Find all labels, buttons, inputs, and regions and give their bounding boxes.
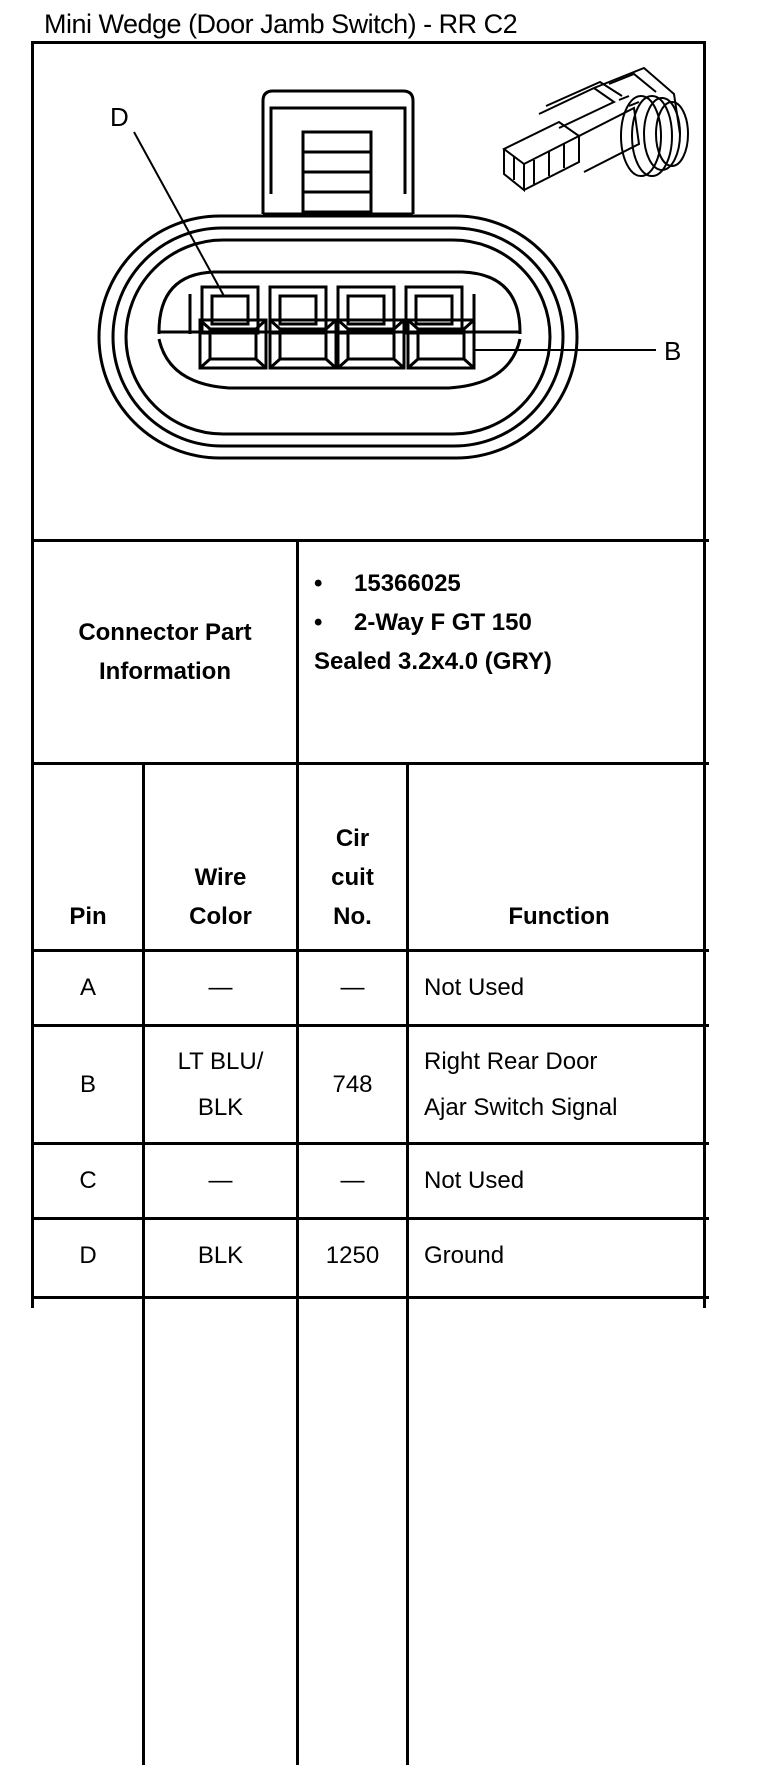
wire-color-line1: LT BLU/ bbox=[177, 1047, 264, 1075]
divider bbox=[34, 539, 709, 542]
callout-d-label: D bbox=[110, 102, 129, 132]
divider bbox=[296, 765, 299, 1765]
connector-info-values: • 15366025 • 2-Way F GT 150 Sealed 3.2x4.0… bbox=[314, 564, 552, 681]
header-wire-color-line1: Wire bbox=[194, 864, 247, 891]
pin-cell: C bbox=[79, 1167, 97, 1194]
pin-cell: A bbox=[79, 974, 96, 1001]
connector-isometric-illustration bbox=[502, 66, 689, 193]
wire-color-cell: BLK bbox=[197, 1242, 244, 1269]
terminal-row-bottom bbox=[198, 318, 476, 370]
circuit-cell: 1250 bbox=[325, 1242, 380, 1269]
callout-d-leader bbox=[133, 131, 225, 297]
header-wire-color: Wire Color bbox=[145, 858, 296, 936]
header-circuit-line3: No. bbox=[333, 903, 372, 930]
divider bbox=[406, 765, 409, 1765]
header-circuit-number: Cir cuit No. bbox=[299, 819, 406, 936]
bullet-icon: • bbox=[314, 609, 323, 636]
divider bbox=[34, 762, 709, 765]
page-title: Mini Wedge (Door Jamb Switch) - RR C2 bbox=[44, 9, 518, 39]
pin-cell: B bbox=[79, 1070, 96, 1098]
divider bbox=[34, 1296, 709, 1299]
connector-info-label: Connector Part Information bbox=[34, 542, 296, 762]
function-cell: Not Used bbox=[424, 1167, 525, 1194]
divider bbox=[296, 542, 299, 762]
terminal-row-top bbox=[188, 285, 476, 335]
divider bbox=[34, 949, 709, 952]
header-wire-color-line2: Color bbox=[189, 903, 252, 930]
connector-info-label-line1: Connector Part bbox=[78, 619, 252, 646]
function-cell: Ground bbox=[424, 1242, 505, 1269]
connector-description: Sealed 3.2x4.0 (GRY) bbox=[314, 648, 552, 675]
connector-sheet: D B Connector Part Information bbox=[31, 41, 709, 1765]
header-circuit-line1: Cir bbox=[335, 825, 370, 852]
divider bbox=[34, 1142, 709, 1145]
callout-b-label: B bbox=[664, 336, 681, 366]
divider bbox=[142, 765, 145, 1765]
connector-type: 2-Way F GT 150 bbox=[354, 609, 532, 636]
header-pin: Pin bbox=[69, 903, 107, 930]
connector-body bbox=[97, 89, 579, 460]
wire-color-cell: — bbox=[208, 1167, 233, 1194]
function-line1: Right Rear Door bbox=[424, 1047, 598, 1075]
connector-info-label-line2: Information bbox=[99, 658, 231, 685]
connector-type-item: • 2-Way F GT 150 bbox=[314, 603, 552, 642]
function-cell: Not Used bbox=[424, 974, 525, 1001]
pin-cell: D bbox=[79, 1242, 97, 1269]
wire-color-cell: — bbox=[208, 974, 233, 1001]
header-circuit-line2: cuit bbox=[331, 864, 374, 891]
header-function: Function bbox=[508, 903, 610, 930]
circuit-cell: — bbox=[340, 974, 365, 1001]
wire-color-line2: BLK bbox=[197, 1093, 244, 1121]
part-number-item: • 15366025 bbox=[314, 564, 552, 603]
connector-face-diagram: D B bbox=[97, 66, 689, 460]
divider bbox=[34, 1024, 709, 1027]
part-number: 15366025 bbox=[354, 570, 461, 597]
circuit-cell: 748 bbox=[332, 1070, 373, 1098]
function-line2: Ajar Switch Signal bbox=[424, 1093, 618, 1121]
circuit-cell: — bbox=[340, 1167, 365, 1194]
bullet-icon: • bbox=[314, 570, 323, 597]
wire-color-cell: LT BLU/ BLK bbox=[145, 1027, 296, 1142]
divider bbox=[34, 1217, 709, 1220]
function-cell: Right Rear Door Ajar Switch Signal bbox=[424, 1027, 709, 1142]
